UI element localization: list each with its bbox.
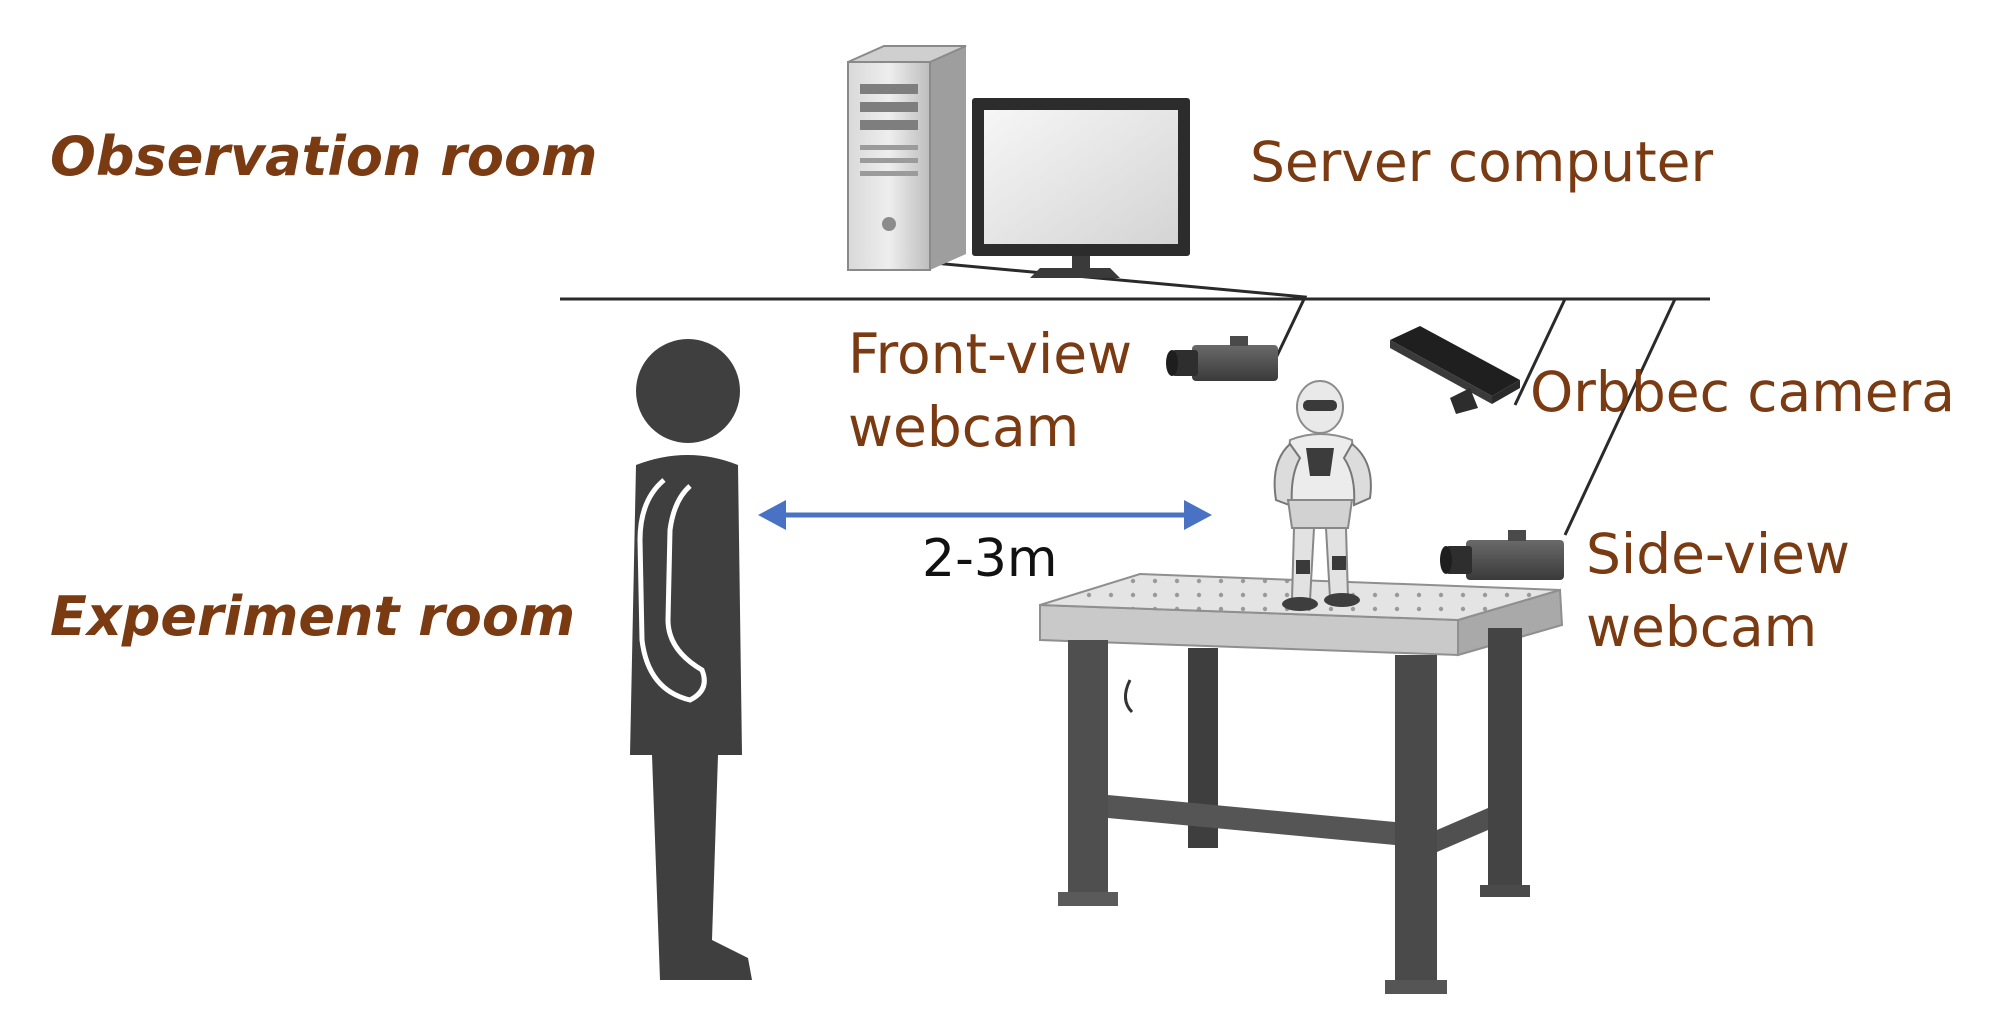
monitor-icon — [972, 98, 1190, 278]
server-computer-label: Server computer — [1250, 126, 1713, 199]
front-webcam-label-line1: Front-view — [848, 318, 1132, 391]
side-webcam-label-line1: Side-view — [1586, 518, 1850, 591]
webcam-icon — [1440, 530, 1564, 580]
depth-camera-icon — [1390, 326, 1520, 414]
humanoid-robot-icon — [1275, 381, 1371, 611]
desktop-tower-icon — [848, 46, 966, 270]
distance-label: 2-3m — [922, 533, 1058, 585]
front-webcam-label: Front-view webcam — [848, 318, 1132, 464]
distance-arrow — [758, 500, 1212, 530]
side-webcam-label: Side-view webcam — [1586, 518, 1850, 664]
person-icon — [630, 339, 752, 980]
orbbec-camera-label: Orbbec camera — [1530, 356, 1955, 429]
table-icon — [1040, 574, 1562, 994]
front-webcam-label-line2: webcam — [848, 391, 1132, 464]
webcam-icon — [1166, 336, 1278, 381]
observation-room-label: Observation room — [50, 130, 597, 184]
experiment-room-label: Experiment room — [50, 590, 575, 644]
side-webcam-label-line2: webcam — [1586, 591, 1850, 664]
